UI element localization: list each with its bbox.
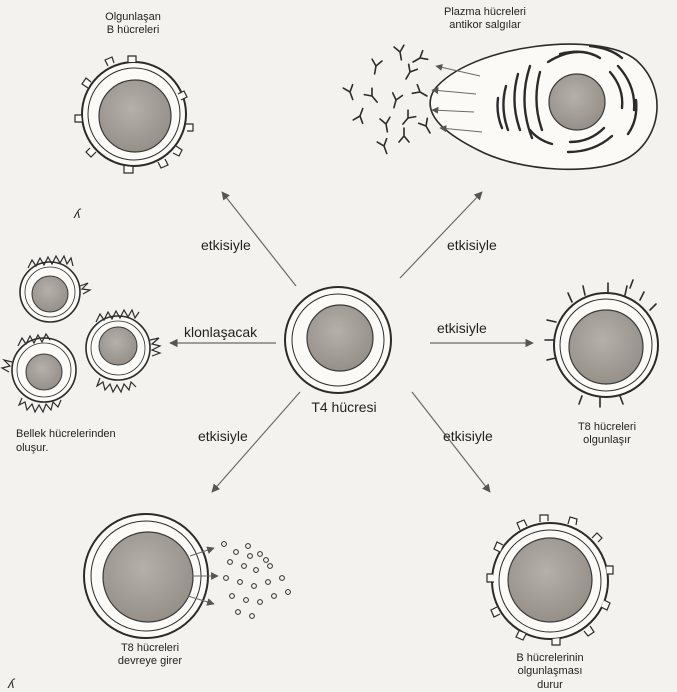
t8-olgunlasir-label-line2: olgunlaşır — [583, 434, 631, 446]
maturing-b-cell — [75, 56, 193, 173]
arrow-upper-right — [400, 192, 482, 278]
t8-devreye-label-line1: T8 hücreleri — [121, 642, 179, 654]
b-olgunlasma-label-line2: olgunlaşması — [518, 665, 583, 677]
plasma-cell — [430, 44, 657, 169]
etkisiyle-label-lower-right: etkisiyle — [443, 428, 493, 444]
antibodies — [343, 45, 434, 155]
memory-cells — [2, 256, 160, 412]
plazma-label-line2: antikor salgılar — [449, 19, 521, 31]
olgunlasan-label-line1: Olgunlaşan — [105, 11, 161, 23]
etkisiyle-label-right: etkisiyle — [437, 320, 487, 336]
b-olgunlasma-label-line3: durur — [537, 679, 563, 691]
etkisiyle-label-upper-right: etkisiyle — [447, 237, 497, 253]
etkisiyle-label-upper-left: etkisiyle — [201, 237, 251, 253]
bellek-label-line2: oluşur. — [16, 442, 48, 454]
bellek-label-line1: Bellek hücrelerinden — [16, 428, 116, 440]
olgunlasan-label-line2: B hücreleri — [107, 24, 160, 36]
etkisiyle-label-lower-left: etkisiyle — [198, 428, 248, 444]
t8-secreting-cell — [84, 514, 290, 638]
t4-label: T4 hücresi — [311, 399, 376, 415]
b-cell-maturation-stopped — [487, 515, 613, 645]
margin-mark: ʎ — [73, 206, 82, 221]
t8-olgunlasir-label-line1: T8 hücreleri — [578, 421, 636, 433]
margin-mark-bottom: ʎ — [7, 676, 16, 691]
b-olgunlasma-label-line1: B hücrelerinin — [516, 652, 583, 664]
t8-devreye-label-line2: devreye girer — [118, 655, 183, 667]
t4-cell — [285, 287, 391, 393]
plazma-label-line1: Plazma hücreleri — [444, 6, 526, 18]
klonlasacak-label: klonlaşacak — [184, 324, 258, 340]
t8-maturing-cell — [545, 280, 658, 407]
